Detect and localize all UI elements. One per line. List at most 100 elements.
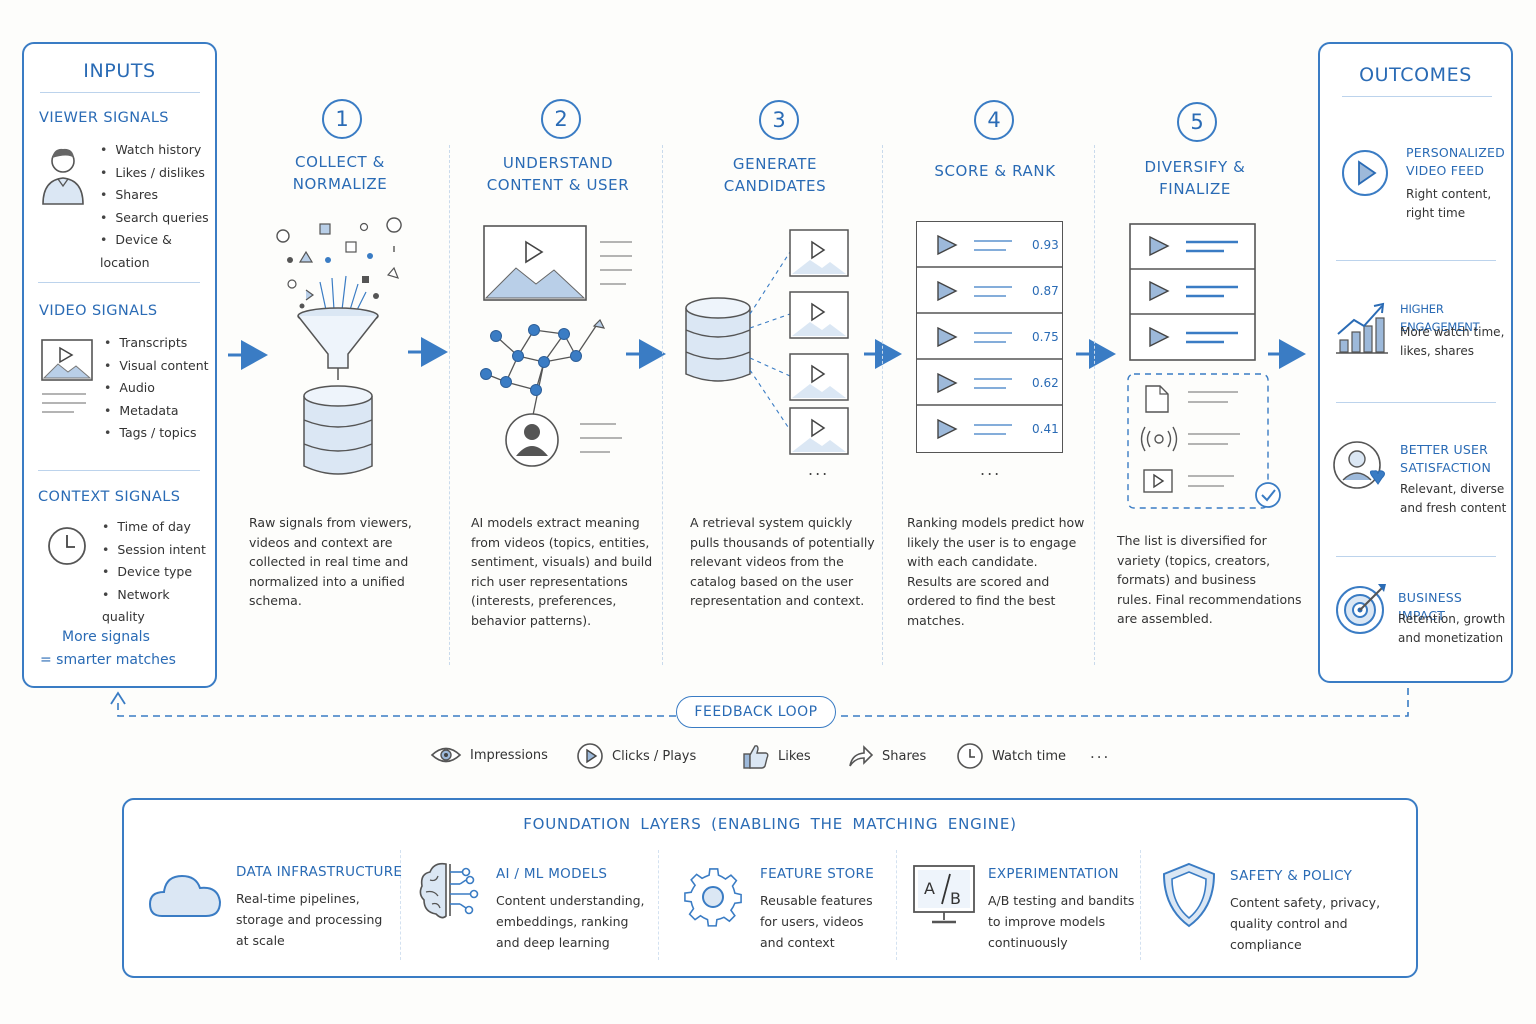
desc-line: Ranking models predict how (907, 515, 1085, 530)
list-item: Search queries (100, 207, 215, 230)
shield-icon (1162, 862, 1216, 928)
outcomes-title-rule (1342, 96, 1492, 97)
outcome2-desc-line2: likes, shares (1400, 344, 1474, 358)
inputs-footer-line1: More signals (62, 629, 150, 645)
desc-line: to improve models (988, 914, 1106, 929)
video-thumbnail-icon (41, 339, 93, 413)
step5-title-line2: FINALIZE (1159, 180, 1231, 198)
step-divider (882, 145, 883, 665)
cloud-icon (148, 874, 222, 917)
outcomes-title: OUTCOMES (1359, 64, 1472, 86)
foundation-divider (400, 850, 401, 960)
foundation-item-desc: Content safety, privacy, quality control… (1230, 892, 1380, 955)
outcome3-desc-line2: and fresh content (1400, 501, 1507, 515)
step1-title-line1: COLLECT & (295, 153, 385, 171)
share-icon (849, 745, 874, 767)
clock-icon (957, 743, 983, 769)
desc-line: normalized into a unified (249, 573, 405, 589)
step3-description: A retrieval system quickly pulls thousan… (690, 513, 880, 611)
step3-title-line2: CANDIDATES (723, 177, 827, 195)
step1-title-line2: NORMALIZE (292, 175, 388, 193)
outcome1-title-line2: VIDEO FEED (1406, 163, 1485, 178)
step1-description: Raw signals from viewers, videos and con… (249, 513, 439, 611)
context-signals-title: CONTEXT SIGNALS (38, 489, 181, 505)
step5-title-line1: DIVERSIFY & (1144, 158, 1246, 176)
ranked-rows (916, 234, 1063, 440)
desc-line: and context (760, 935, 835, 950)
feedback-item-shares: Shares (846, 742, 926, 770)
desc-line: videos and context are (249, 534, 393, 550)
list-item: Metadata (104, 400, 209, 423)
step2-number: 2 (541, 99, 581, 139)
list-item: Visual content (104, 355, 208, 378)
list-item: Device type (102, 561, 215, 584)
desc-line: with each candidate. (907, 554, 1038, 570)
desc-line: are assembled. (1117, 611, 1213, 627)
outcome4-title-line1: BUSINESS IMPACT (1398, 590, 1463, 623)
feedback-label: Shares (882, 748, 927, 764)
ranked-ellipsis: ... (980, 460, 1002, 479)
inputs-title: INPUTS (83, 60, 156, 82)
feedback-item-impressions: Impressions (430, 742, 548, 768)
feedback-loop-title: FEEDBACK LOOP (694, 704, 818, 720)
outcome1-title-line1: PERSONALIZED (1406, 145, 1505, 160)
outcome2-title-line1: HIGHER ENGAGEMENT (1400, 302, 1480, 334)
gear-icon (684, 868, 742, 927)
context-signals-list: Time of day Session intent Device type N… (102, 516, 215, 629)
step-divider (662, 145, 663, 665)
desc-line: rich user representations (471, 573, 628, 589)
inputs-panel: INPUTS VIEWER SIGNALS Watch history Like… (22, 42, 217, 688)
desc-line: AI models extract meaning (471, 515, 640, 530)
foundation-item-desc: Reusable features for users, videos and … (760, 890, 873, 953)
foundation-item-title: DATA INFRASTRUCTURE (236, 864, 403, 880)
step2-description: AI models extract meaning from videos (t… (471, 513, 661, 631)
desc-line: representation and context. (690, 593, 865, 609)
outcome4-desc-line1: Retention, growth (1398, 612, 1506, 626)
desc-line: Content safety, privacy, (1230, 895, 1381, 910)
step-divider (1094, 145, 1095, 665)
feedback-loop-badge: FEEDBACK LOOP (676, 696, 836, 728)
growth-chart-icon (1336, 302, 1388, 354)
desc-line: Reusable features (760, 893, 873, 908)
desc-line: A/B testing and bandits (988, 893, 1135, 908)
step4-title-line1: SCORE & RANK (934, 162, 1056, 180)
foundation-item-title: FEATURE STORE (760, 866, 875, 882)
step5-number: 5 (1177, 102, 1217, 142)
outcomes-divider (1336, 402, 1496, 403)
feedback-label: Likes (778, 748, 811, 764)
target-icon (1336, 584, 1386, 634)
list-item: Transcripts (104, 332, 209, 355)
step2-title-line2: CONTENT & USER (486, 176, 630, 194)
desc-line: ordered to find the best (907, 593, 1056, 609)
desc-line: pulls thousands of potentially (690, 534, 875, 550)
foundation-divider (658, 850, 659, 960)
viewer-signals-list: Watch history Likes / dislikes Shares Se… (100, 139, 215, 274)
inputs-footer-line2: = smarter matches (40, 652, 176, 668)
funnel-database-icon (276, 217, 402, 475)
list-item: Network quality (102, 584, 215, 629)
content-understanding-icon (480, 225, 632, 467)
step-divider (449, 145, 450, 665)
foundation-item-desc: Real-time pipelines, storage and process… (236, 888, 382, 951)
desc-line: collected in real time and (249, 554, 409, 570)
outcome3-desc-line1: Relevant, diverse (1400, 482, 1505, 496)
desc-line: continuously (988, 935, 1068, 950)
feedback-item-watch-time: Watch time (956, 742, 1066, 770)
score-4: 0.62 (1032, 376, 1059, 390)
outcome4-desc-line2: and monetization (1398, 631, 1504, 645)
final-list-icon (1127, 223, 1281, 509)
brain-icon (419, 862, 479, 919)
video-signals-title: VIDEO SIGNALS (39, 303, 158, 319)
step3-title-line1: GENERATE (732, 155, 818, 173)
ab-test-icon: A B (913, 865, 975, 924)
step1-number: 1 (322, 99, 362, 139)
play-circle-icon (1342, 150, 1388, 196)
retrieval-candidates-icon (685, 229, 849, 455)
feedback-label: Watch time (992, 748, 1066, 764)
list-item: Tags / topics (104, 422, 209, 445)
desc-line: quality control and (1230, 916, 1348, 931)
foundation-divider (896, 850, 897, 960)
desc-line: Real-time pipelines, (236, 891, 360, 906)
desc-line: rules. Final recommendations (1117, 591, 1302, 607)
desc-line: storage and processing (236, 912, 383, 927)
